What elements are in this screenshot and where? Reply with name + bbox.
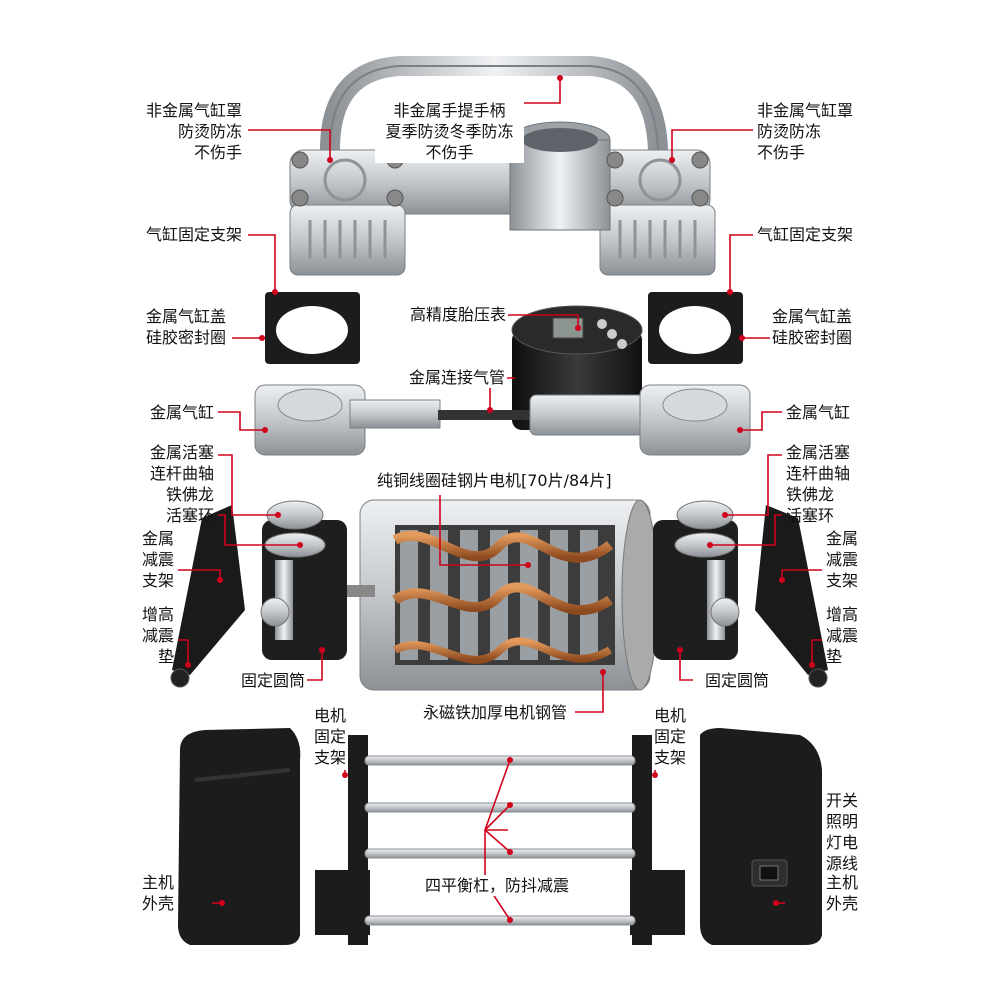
- motor-core: [345, 499, 659, 691]
- label-cap-left: 金属气缸盖 硅胶密封圈: [145, 307, 226, 347]
- label-shroud-left: 非金属气缸罩 防烫防冻 不伤手: [145, 101, 242, 162]
- leader-dots: [185, 75, 815, 923]
- label-motor: 纯铜线圈硅钢片电机[70片/84片]: [375, 470, 614, 491]
- label-housing-left: 主机 外壳: [141, 873, 174, 913]
- label-frame-left: 电机 固定 支架: [313, 706, 346, 767]
- motor-frame-and-rods: [315, 735, 685, 945]
- label-piston-left: 金属活塞 连杆曲轴 铁佛龙 活塞环: [149, 443, 214, 525]
- main-housing-left: [178, 728, 301, 945]
- piston-assembly-right: [653, 500, 740, 660]
- label-piston-right: 金属活塞 连杆曲轴 铁佛龙 活塞环: [786, 443, 851, 525]
- label-rods: 四平衡杠，防抖减震: [410, 875, 584, 896]
- label-tube-right: 固定圆筒: [705, 671, 770, 690]
- label-handle: 非金属手提手柄 夏季防烫冬季防冻 不伤手: [375, 100, 524, 163]
- label-cyl-left: 金属气缸: [149, 403, 214, 422]
- label-cap-right: 金属气缸盖 硅胶密封圈: [772, 307, 853, 347]
- leader-lines: [178, 78, 822, 921]
- label-bracket-right: 气缸固定支架: [757, 225, 854, 244]
- label-shroud-right: 非金属气缸罩 防烫防冻 不伤手: [757, 101, 854, 162]
- label-cyl-right: 金属气缸: [786, 403, 851, 422]
- label-mount-left: 金属 减震 支架: [141, 529, 174, 590]
- main-housing-right: [700, 728, 822, 945]
- cylinder-bracket-left: [265, 292, 360, 364]
- cylinder-bracket-right: [648, 292, 743, 364]
- label-frame-right: 电机 固定 支架: [653, 706, 686, 767]
- label-pad-right: 增高 减震 垫: [826, 605, 859, 666]
- label-tube-left: 固定圆筒: [240, 671, 305, 690]
- label-housing-right: 主机 外壳: [826, 873, 859, 913]
- label-magnet: 永磁铁加厚电机钢管: [422, 703, 567, 722]
- label-mount-right: 金属 减震 支架: [826, 529, 859, 590]
- cylinder-shroud-assembly: [289, 56, 716, 276]
- piston-assembly-left: [260, 500, 347, 660]
- label-switch: 开关 照明 灯电 源线: [826, 791, 859, 873]
- damping-mount-right: [755, 505, 828, 688]
- label-bracket-left: 气缸固定支架: [145, 225, 242, 244]
- cylinder-heads-and-pipe: [254, 384, 751, 456]
- label-gauge: 高精度胎压表: [408, 304, 509, 325]
- label-pipe: 金属连接气管: [407, 367, 508, 388]
- label-pad-left: 增高 减震 垫: [141, 605, 174, 666]
- damping-mount-left: [170, 505, 245, 688]
